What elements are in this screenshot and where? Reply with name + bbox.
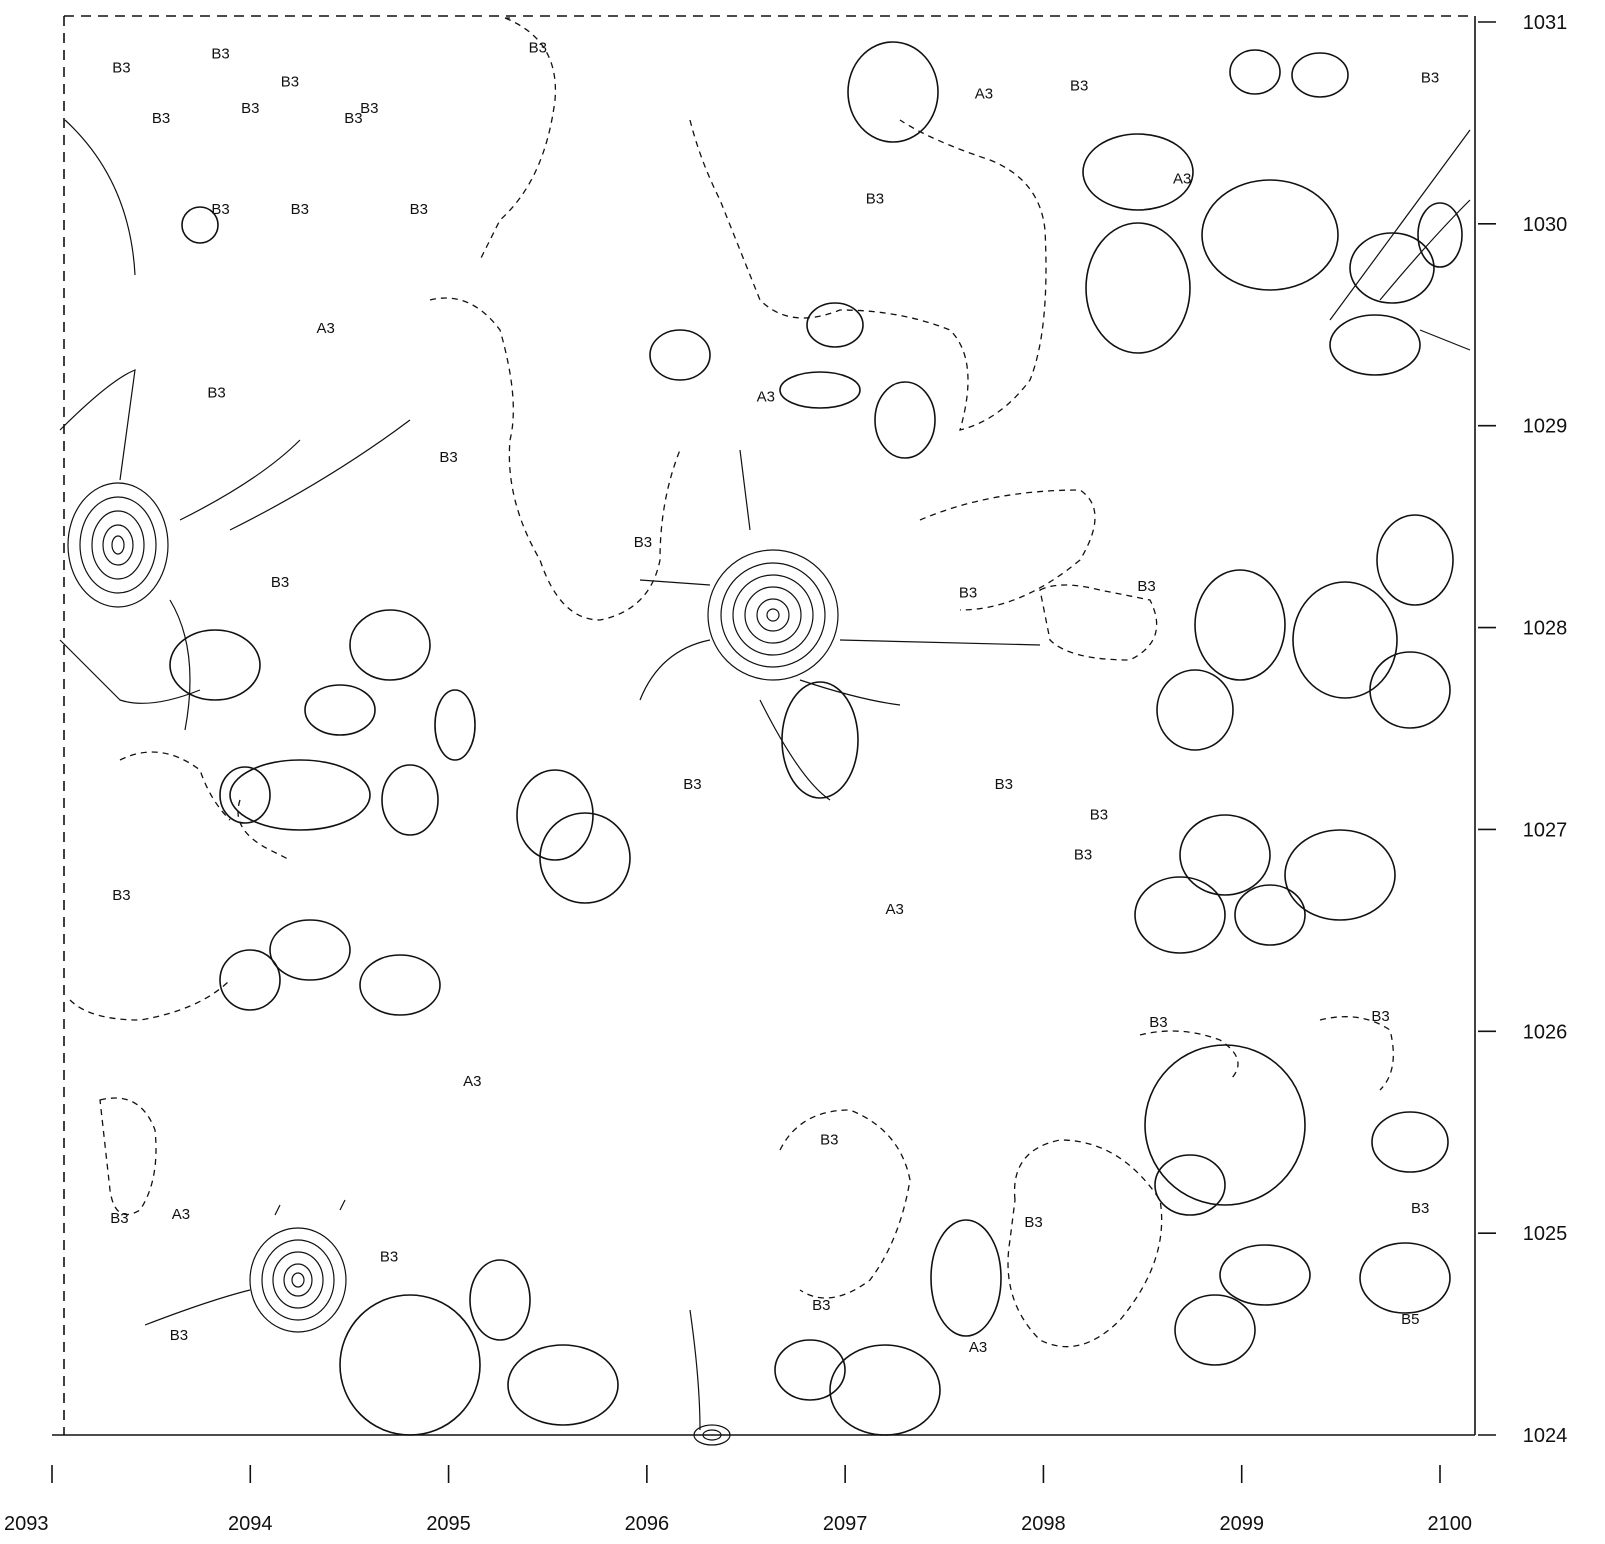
x-axis-label: 2100 xyxy=(1428,1513,1473,1535)
y-axis-label: 1027 xyxy=(1523,819,1568,841)
zone-label: B3 xyxy=(1371,1008,1389,1025)
hatched-features xyxy=(59,119,1471,1446)
zone-label: B3 xyxy=(241,100,259,117)
zone-label: B3 xyxy=(112,887,130,904)
zone-label: B3 xyxy=(271,574,289,591)
zone-label: A3 xyxy=(969,1339,987,1356)
y-axis-label: 1026 xyxy=(1523,1021,1568,1043)
zone-label: B3 xyxy=(110,1210,128,1227)
zone-label: A3 xyxy=(172,1206,190,1223)
zone-label: B3 xyxy=(683,776,701,793)
zone-label: A3 xyxy=(463,1073,481,1090)
zone-label: B3 xyxy=(1137,578,1155,595)
zone-label: B3 xyxy=(380,1248,398,1265)
zone-boundaries xyxy=(69,17,1394,1348)
hatched-feature-right xyxy=(1329,129,1471,351)
zone-label: B3 xyxy=(112,59,130,76)
zone-label: B3 xyxy=(995,776,1013,793)
zone-label: A3 xyxy=(316,320,334,337)
zone-label: A3 xyxy=(975,86,993,103)
x-axis-label: 2098 xyxy=(1021,1513,1066,1535)
x-axis-label: 2093 xyxy=(4,1513,49,1535)
zone-label: B3 xyxy=(170,1327,188,1344)
zone-label: B3 xyxy=(634,534,652,551)
zone-label: B3 xyxy=(959,584,977,601)
hatched-feature-left-lower xyxy=(144,1199,347,1333)
zone-label: B3 xyxy=(211,201,229,218)
zone-label: B3 xyxy=(820,1131,838,1148)
zone-label: B3 xyxy=(344,110,362,127)
x-axis-label: 2099 xyxy=(1219,1513,1264,1535)
zone-label: B3 xyxy=(152,110,170,127)
zone-label: B3 xyxy=(1070,78,1088,95)
zone-label: B3 xyxy=(1090,806,1108,823)
zone-label: B5 xyxy=(1401,1311,1419,1328)
zone-label: B3 xyxy=(866,191,884,208)
x-axis-label: 2096 xyxy=(625,1513,670,1535)
zone-label: B3 xyxy=(812,1297,830,1314)
zone-label: A3 xyxy=(886,901,904,918)
zone-label: B3 xyxy=(1421,70,1439,87)
zone-label: B3 xyxy=(1074,847,1092,864)
y-axis-label: 1025 xyxy=(1523,1223,1568,1245)
hatched-feature-bottom xyxy=(689,1309,731,1446)
hatched-feature-left-upper xyxy=(59,119,411,731)
y-axis-label: 1031 xyxy=(1523,12,1568,34)
stone-outlines xyxy=(169,41,1463,1436)
y-axis-label: 1028 xyxy=(1523,618,1568,640)
x-axis-label: 2095 xyxy=(426,1513,471,1535)
x-axis-label: 2097 xyxy=(823,1513,868,1535)
zone-label: B3 xyxy=(1411,1200,1429,1217)
y-axis-label: 1029 xyxy=(1523,416,1568,438)
zone-label: B3 xyxy=(410,201,428,218)
zone-label: B3 xyxy=(1024,1214,1042,1231)
x-axis: 2093 2094 2095 2096 2097 2098 2099 2100 xyxy=(4,1465,1472,1535)
y-axis-label: 1030 xyxy=(1523,214,1568,236)
hatched-feature-center xyxy=(639,449,1041,801)
zone-label: B3 xyxy=(291,201,309,218)
zone-label: A3 xyxy=(757,388,775,405)
plan-frame xyxy=(52,15,1476,1436)
zone-label: B3 xyxy=(211,45,229,62)
zone-label: A3 xyxy=(1173,170,1191,187)
zone-label: B3 xyxy=(439,449,457,466)
y-axis-label: 1024 xyxy=(1523,1425,1568,1447)
zone-label: B3 xyxy=(360,100,378,117)
zone-label: B3 xyxy=(281,74,299,91)
y-axis: 1031 1030 1029 1028 1027 1026 1025 1024 xyxy=(1478,12,1567,1447)
x-axis-label: 2094 xyxy=(228,1513,273,1535)
zone-label: B3 xyxy=(1149,1014,1167,1031)
zone-label: B3 xyxy=(207,384,225,401)
zone-label: B3 xyxy=(529,39,547,56)
